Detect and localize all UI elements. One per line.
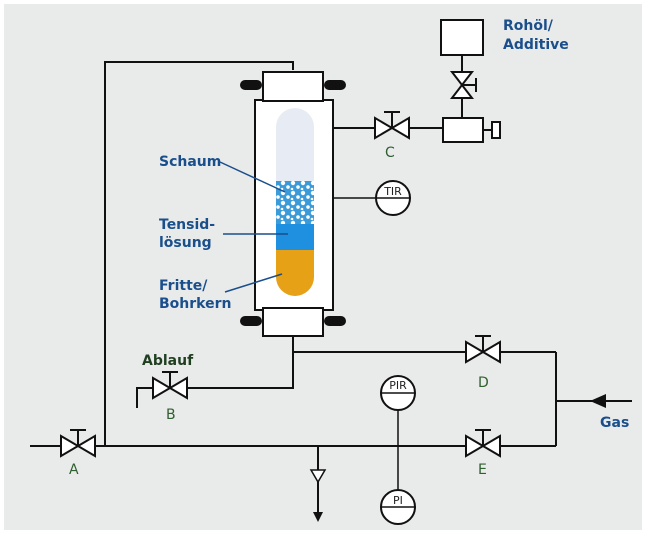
column [240,71,346,337]
oil-tank [440,19,484,56]
top-flange-bolt-left [240,80,262,90]
valve-label-a: A [69,462,79,478]
valve-label-e: E [478,462,487,478]
top-flange-bolt-right [324,80,346,90]
valve-b [152,371,188,400]
pipe-ablauf [136,335,294,408]
dosing-pump [442,117,501,143]
label-rohoel-line2: Additive [503,37,569,53]
label-rohoel-line1: Rohöl/ [503,18,554,34]
frit [276,250,314,296]
label-tensid-line1: Tensid- [159,217,215,233]
pipe-left-riser [104,61,294,446]
valve-e [465,429,501,458]
label-tensid-line2: lösung [159,235,212,251]
label-schaum: Schaum [159,154,221,170]
callout-fritte [224,273,283,293]
valve-label-d: D [478,375,489,391]
gas-arrow-icon [590,394,606,408]
foam [276,181,314,224]
label-fritte-line1: Fritte/ [159,278,208,294]
label-fritte-line2: Bohrkern [159,296,231,312]
instrument-pi: PI [380,489,416,525]
drain-icon [309,469,327,522]
valve-label-b: B [166,407,176,423]
bottom-flange [262,307,324,337]
instrument-pir: PIR [380,375,416,411]
valve-oil-feed [449,71,477,99]
instrument-tir-label: TIR [383,185,402,198]
label-ablauf: Ablauf [142,353,194,369]
valve-d [465,335,501,364]
bottom-flange-bolt-left [240,316,262,326]
instrument-tir: TIR [375,180,411,216]
surfactant-solution [276,224,314,250]
top-flange [262,71,324,102]
valve-c [374,111,410,140]
valve-label-c: C [385,145,395,161]
valve-a [60,429,96,458]
callout-schaum [219,161,286,193]
instrument-pi-label: PI [393,494,403,507]
label-gas: Gas [600,415,629,431]
bottom-flange-bolt-right [324,316,346,326]
instrument-pir-label: PIR [389,379,407,392]
